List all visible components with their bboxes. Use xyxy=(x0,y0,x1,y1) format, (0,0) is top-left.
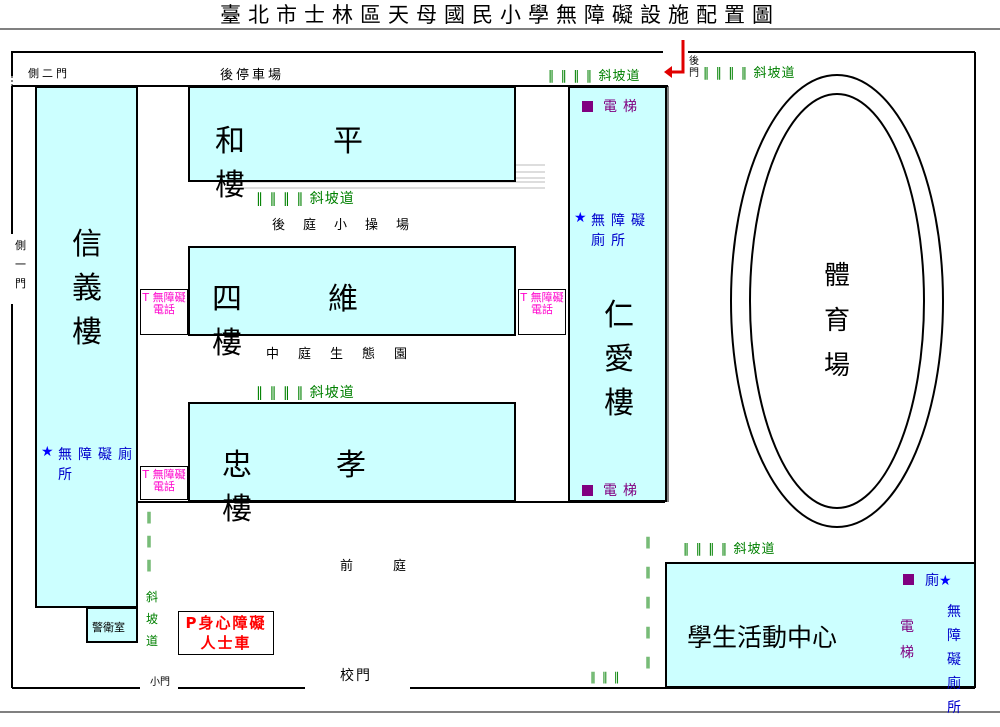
ramp-top-renai: ∥ ∥ ∥ ∥ 斜坡道 xyxy=(548,69,641,84)
building-heping-label: 和平樓 xyxy=(215,124,451,203)
renai-elevator-top: 電梯 xyxy=(582,96,643,116)
star-icon: ★ xyxy=(574,210,587,226)
accessible-restroom-label: 無障礙廁所 xyxy=(58,447,139,483)
back-playground-label: 後庭小操場 xyxy=(272,218,428,233)
renai-elevator-bottom: 電梯 xyxy=(582,480,643,500)
ramp-heping: ∥ ∥ ∥ ∥ 斜坡道 xyxy=(256,191,355,207)
side-gate-1-label: 側一門 xyxy=(15,239,26,290)
back-gate-label: 後門 xyxy=(689,56,699,79)
building-renai-label: 仁愛樓 xyxy=(604,298,634,421)
elevator-square-icon xyxy=(903,574,914,585)
ramp-middle: ∥ ∥ ∥ ∥ 斜坡道 xyxy=(256,385,355,401)
building-xinyi: 信義樓 ★ 無障礙廁所 xyxy=(35,86,138,608)
activity-restroom: 廁★ xyxy=(925,573,952,589)
ramp-front-left: 斜坡道 xyxy=(146,590,160,648)
building-zhongxiao: 忠孝樓 xyxy=(188,402,516,527)
building-activity-center: 學生活動中心 電梯 廁★ 無障礙廁所 xyxy=(665,562,976,716)
accessible-parking: P身心障礙人士車 xyxy=(178,611,274,655)
ramp-top-right: ∥ ∥ ∥ ∥ 斜坡道 xyxy=(703,66,796,81)
small-gate-label: 小門 xyxy=(150,677,170,688)
activity-elevator-symbol xyxy=(903,572,924,588)
star-icon: ★ xyxy=(939,573,952,589)
xinyi-accessible-restroom: ★ 無障礙廁所 xyxy=(41,444,138,484)
building-siwei-label: 四維樓 xyxy=(212,282,444,361)
entrance-arrow-icon xyxy=(672,40,685,74)
middle-garden-label: 中庭生態園 xyxy=(266,347,427,362)
stadium-outer-track xyxy=(730,74,944,528)
building-heping: 和平樓 xyxy=(188,86,516,203)
guard-room: 警衛室 xyxy=(86,607,138,643)
side-gate-2-label: 側二門 xyxy=(28,67,70,80)
ramp-stadium: ∥ ∥ ∥ ∥ 斜坡道 xyxy=(683,542,776,557)
building-zhongxiao-label: 忠孝樓 xyxy=(222,448,450,527)
accessible-restroom-label: 無障礙廁所 xyxy=(591,213,652,249)
renai-accessible-restroom: ★ 無障礙廁所 xyxy=(574,210,666,250)
building-renai: 電梯 ★ 無障礙廁所 仁愛樓 電梯 xyxy=(568,86,667,502)
accessible-telephone-left-upper: T 無障礙電話 xyxy=(140,289,188,335)
ramp-bottom-marks: ∥ ∥ ∥ xyxy=(590,670,621,684)
back-parking-label: 後停車場 xyxy=(220,68,285,83)
building-xinyi-label: 信義樓 xyxy=(72,227,102,350)
star-icon: ★ xyxy=(41,444,54,460)
stadium-label: 體育場 xyxy=(823,261,850,381)
accessible-telephone-left-lower: T 無障礙電話 xyxy=(140,466,188,500)
activity-accessible-restroom: 無障礙廁所 xyxy=(947,604,961,716)
ramp-front-left-marks: ∥∥∥ xyxy=(146,510,153,572)
activity-elevator-label: 電梯 xyxy=(900,619,914,661)
school-gate-label: 校門 xyxy=(340,668,372,684)
stadium-inner-track xyxy=(749,93,925,509)
ramp-front-right-marks: ∥∥∥∥∥ xyxy=(645,535,652,669)
building-siwei: 四維樓 xyxy=(188,246,516,361)
elevator-square-icon xyxy=(582,101,593,112)
map-title: 臺北市士林區天母國民小學無障礙設施配置圖 xyxy=(220,3,780,27)
elevator-square-icon xyxy=(582,485,593,496)
building-activity-center-label: 學生活動中心 xyxy=(687,623,838,652)
accessible-telephone-right-upper: T 無障礙電話 xyxy=(518,289,566,335)
front-yard-label: 前庭 xyxy=(340,559,447,574)
